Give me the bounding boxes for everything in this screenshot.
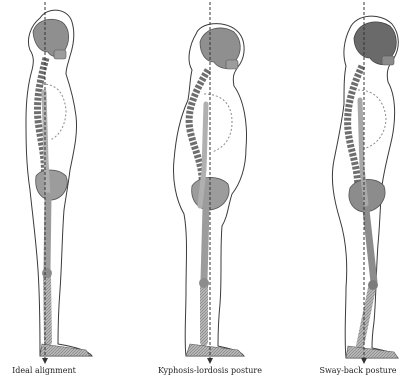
plumb-arrow-icon: [207, 358, 213, 364]
femur: [366, 210, 374, 282]
jaw: [226, 60, 238, 69]
knee: [199, 278, 209, 288]
rib-cage: [204, 94, 232, 152]
figure-ideal-alignment: [26, 2, 92, 364]
femur: [47, 196, 48, 270]
figure-sway-back: [332, 2, 398, 364]
plumb-arrow-icon: [42, 358, 48, 364]
knee: [368, 280, 378, 290]
figure-kyphosis-lordosis: [173, 2, 246, 364]
femur: [204, 208, 206, 280]
foot: [186, 344, 244, 356]
jaw: [54, 50, 66, 59]
tibia: [360, 288, 372, 346]
foot: [40, 344, 90, 356]
plumb-arrow-icon: [361, 358, 367, 364]
caption-kyphosis-lordosis: Kyphosis-lordosis posture: [140, 366, 280, 375]
tibia: [47, 276, 48, 342]
caption-sway-back: Sway-back posture: [288, 366, 412, 375]
caption-ideal-alignment: Ideal alignment: [0, 366, 114, 375]
knee: [42, 268, 52, 278]
jaw: [382, 56, 394, 65]
